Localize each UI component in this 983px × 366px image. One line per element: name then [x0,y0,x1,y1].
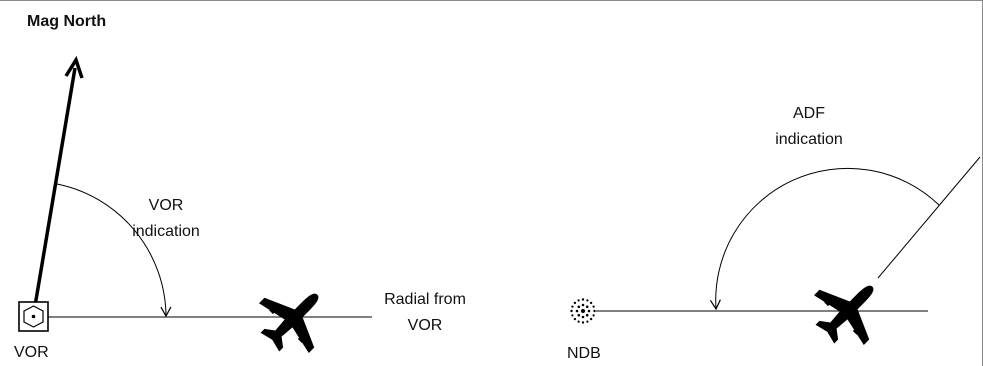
magnetic-north-arrow [32,55,84,313]
vor-indication-line2: indication [132,223,200,240]
vor-indication-arc [56,183,172,318]
adf-indication-arc [709,167,940,311]
ndb-station-label: NDB [567,345,601,362]
adf-indication-label: ADF indication [754,104,864,150]
adf-indication-line2: indication [775,131,843,148]
airplane-icon-ndb [799,261,898,360]
radial-line1: Radial from [384,291,466,308]
mag-north-label: Mag North [27,13,107,30]
vor-station-icon [18,301,49,332]
airplane-icon-vor [244,269,343,366]
ndb-heading-line [877,156,981,279]
vor-station-label: VOR [14,344,49,361]
radial-from-vor-label: Radial from VOR [370,290,480,336]
adf-indication-line1: ADF [793,105,825,122]
vor-indication-line1: VOR [148,197,184,214]
ndb-station-icon [570,298,596,324]
vor-indication-label: VOR indication [110,196,222,242]
radial-line2: VOR [407,317,443,334]
